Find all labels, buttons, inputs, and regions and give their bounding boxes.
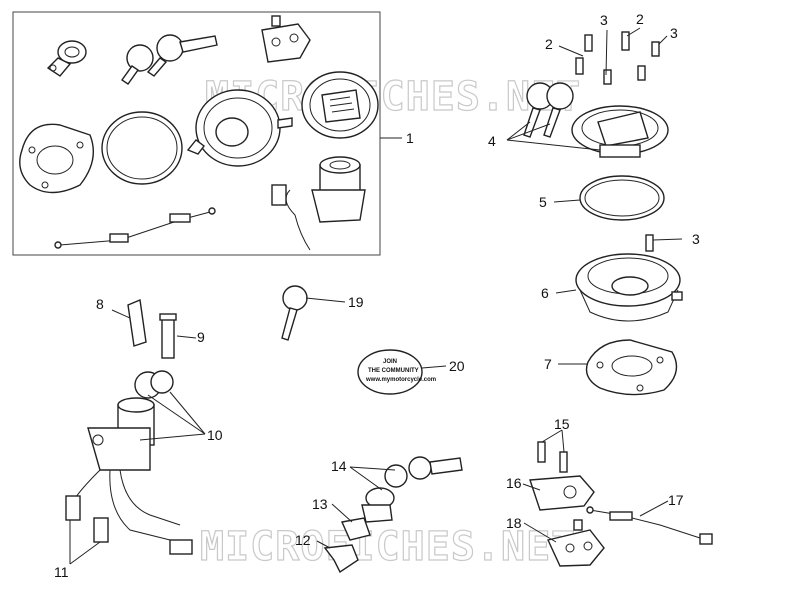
callout-1: 1 xyxy=(406,130,414,146)
ignition-switch-kit xyxy=(271,156,366,251)
key-19 xyxy=(281,285,308,341)
leader-lines xyxy=(69,27,683,565)
filler-housing-kit xyxy=(186,89,293,167)
callout-6: 6 xyxy=(541,285,549,301)
oval-text-line1: JOIN xyxy=(383,359,397,365)
keys-right xyxy=(523,82,574,138)
callout-11: 11 xyxy=(54,564,69,580)
filler-housing-right xyxy=(575,253,683,322)
gasket-plate-kit xyxy=(19,123,94,194)
callout-16: 16 xyxy=(506,475,522,491)
fuel-cap-right xyxy=(571,105,669,158)
o-ring-kit xyxy=(101,111,183,185)
connector-11 xyxy=(65,495,193,555)
gasket-right xyxy=(585,339,678,396)
callout-3-top-left: 3 xyxy=(600,12,608,28)
screws-top xyxy=(575,31,660,85)
cable-kit xyxy=(54,207,216,249)
bracket-kit xyxy=(261,15,311,63)
sticker-oval: JOIN THE COMMUNITY www.mymotorcycle.com xyxy=(357,349,436,395)
keys-kit xyxy=(121,34,218,85)
lock-body-13 xyxy=(340,487,395,541)
callout-18: 18 xyxy=(506,515,522,531)
callout-2-left: 2 xyxy=(545,36,553,52)
kit-frame xyxy=(12,11,381,256)
callout-19: 19 xyxy=(348,294,364,310)
oval-text-line3: www.mymotorcycle.com xyxy=(365,377,436,383)
callout-2-right: 2 xyxy=(636,11,644,27)
watermark-bottom: MICROFICHES.NET xyxy=(200,524,576,570)
callout-9: 9 xyxy=(197,329,205,345)
oval-text-line2: THE COMMUNITY xyxy=(368,368,419,374)
fuel-cap-kit xyxy=(301,71,379,139)
callout-10: 10 xyxy=(207,427,223,443)
callout-13: 13 xyxy=(312,496,328,512)
callout-12: 12 xyxy=(295,532,311,548)
plate-16 xyxy=(529,475,595,511)
bolt-9 xyxy=(159,313,177,359)
callout-14: 14 xyxy=(331,458,347,474)
lock-cylinder-small xyxy=(46,40,87,77)
callout-numbers: 1 2 2 3 3 4 5 3 6 7 8 9 10 11 12 13 14 1… xyxy=(54,11,700,580)
callout-3-mid: 3 xyxy=(692,231,700,247)
callout-3-top-right: 3 xyxy=(670,25,678,41)
spring-12 xyxy=(323,544,359,574)
bracket-18 xyxy=(547,519,605,567)
o-ring-right xyxy=(579,175,665,221)
keys-14 xyxy=(384,456,463,488)
callout-8: 8 xyxy=(96,296,104,312)
screw-mid xyxy=(645,234,654,252)
callout-7: 7 xyxy=(544,356,552,372)
callout-5: 5 xyxy=(539,194,547,210)
callout-4: 4 xyxy=(488,133,496,149)
screws-15 xyxy=(537,441,568,473)
callout-15: 15 xyxy=(554,416,570,432)
ignition-switch xyxy=(73,370,181,541)
callout-17: 17 xyxy=(668,492,684,508)
callout-20: 20 xyxy=(449,358,465,374)
cable-17 xyxy=(586,506,713,545)
pin-8 xyxy=(127,299,147,347)
